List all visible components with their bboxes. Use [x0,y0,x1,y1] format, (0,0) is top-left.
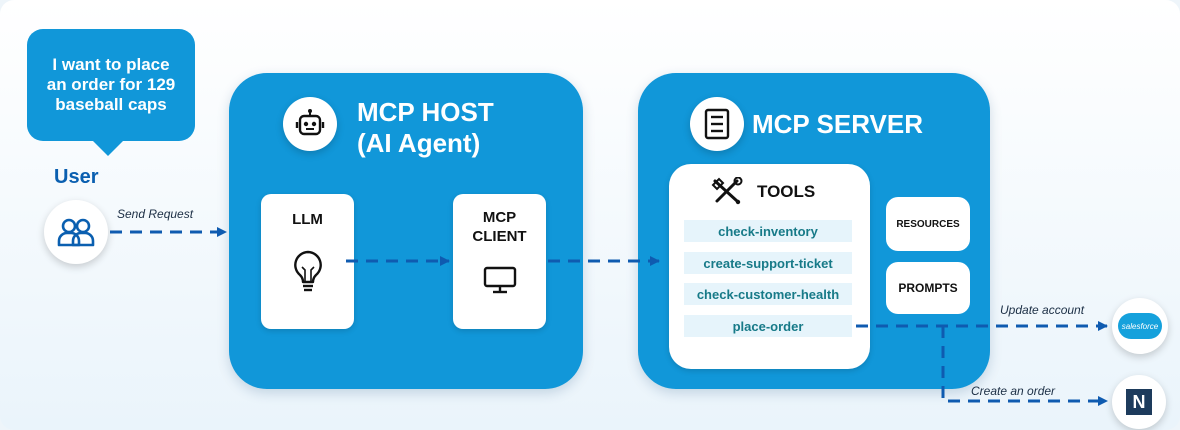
monitor-icon [483,266,517,294]
user-label: User [54,166,99,188]
bubble-tail [92,140,124,156]
tool-create-support-ticket: create-support-ticket [684,252,852,274]
netsuite-logo-text: N [1132,391,1146,412]
send-request-label: Send Request [117,207,194,221]
netsuite-circle: N [1112,375,1166,429]
robot-icon [295,109,325,136]
server-icon-circle [690,97,744,151]
user-avatar [44,200,108,264]
netsuite-logo: N [1126,389,1152,415]
user-request-text: I want to place an order for 129 basebal… [46,55,176,114]
mcp-client-card: MCP CLIENT [453,194,546,329]
resources-card: RESOURCES [886,197,970,251]
salesforce-logo-text: salesforce [1121,321,1159,331]
tools-label: TOOLS [757,182,816,201]
mcp-host-title-line2: (AI Agent) [357,128,481,158]
prompts-card: PROMPTS [886,262,970,314]
lightbulb-icon [294,250,322,292]
host-icon-circle [283,97,337,151]
tool-check-customer-health: check-customer-health [684,283,852,305]
create-order-label: Create an order [971,384,1056,398]
mcp-client-label: MCP CLIENT [453,208,546,246]
llm-card: LLM [261,194,354,329]
mcp-host-title: MCP HOST (AI Agent) [357,97,494,159]
tool-check-inventory: check-inventory [684,220,852,242]
server-icon [704,108,730,140]
salesforce-logo: salesforce [1118,313,1162,339]
mcp-server-title: MCP SERVER [752,109,923,139]
update-account-label: Update account [1000,303,1085,317]
tool-place-order: place-order [684,315,852,337]
salesforce-circle: salesforce [1112,298,1168,354]
mcp-host-title-line1: MCP HOST [357,97,494,127]
tools-icon [711,177,743,205]
mcp-client-line2: CLIENT [472,228,527,245]
llm-label: LLM [292,211,323,228]
arrow-to-netsuite [941,326,1108,406]
mcp-client-line1: MCP [482,209,517,226]
users-icon [57,218,95,247]
user-request-bubble: I want to place an order for 129 basebal… [27,29,195,141]
